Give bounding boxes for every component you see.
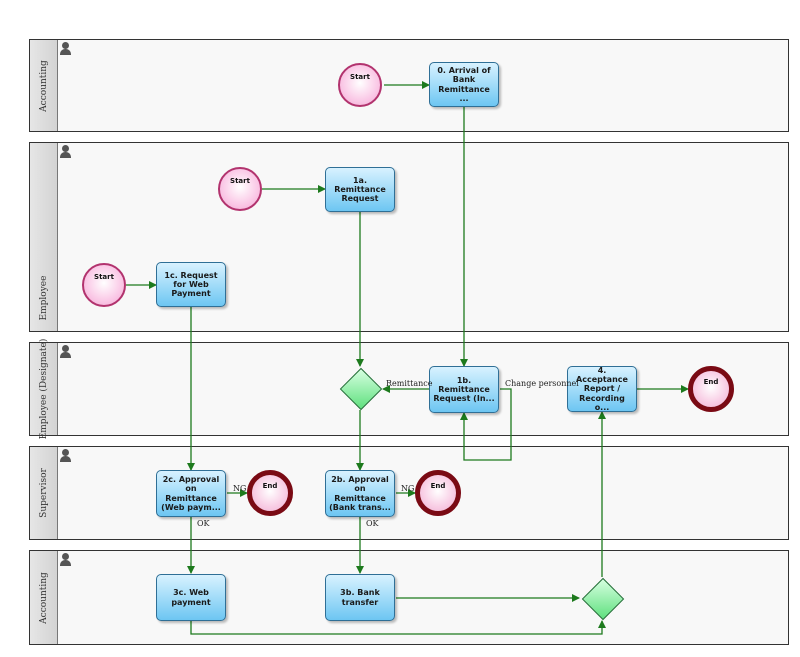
start-event[interactable]: Start (218, 167, 262, 211)
lane-header: Accounting (30, 40, 58, 131)
flow-3c-to-gateway (190, 620, 606, 635)
task-remittance-request[interactable]: 1a. Remittance Request (325, 167, 395, 212)
task-label: 0. Arrival of Bank Remittance ... (437, 66, 491, 103)
task-label: 1a. Remittance Request (334, 175, 386, 204)
task-arrival-of-bank-remittance[interactable]: 0. Arrival of Bank Remittance ... (429, 62, 499, 107)
flow-1b-change-personnel-loop (460, 388, 512, 461)
edge-label-ng: NG (233, 484, 247, 493)
task-label: 3c. Web payment (171, 588, 211, 607)
start-event-label: Start (94, 273, 114, 281)
person-icon (60, 449, 71, 463)
task-label: 1b. Remittance Request (In... (433, 375, 495, 404)
start-event[interactable]: Start (82, 263, 126, 307)
lane-header: Supervisor (30, 447, 58, 539)
start-event-label: Start (350, 73, 370, 81)
task-label: 3b. Bank transfer (340, 588, 380, 607)
end-event-label: End (262, 482, 278, 490)
end-event[interactable]: End (688, 366, 734, 412)
task-label: 2b. Approval on Remittance (Bank trans..… (329, 475, 391, 512)
task-label: 4. Acceptance Report / Recording o... (576, 366, 628, 412)
task-approval-bank-transfer[interactable]: 2b. Approval on Remittance (Bank trans..… (325, 470, 395, 517)
person-icon (60, 145, 71, 159)
task-label: 2c. Approval on Remittance (Web paym... (161, 475, 221, 512)
edge-label-ok: OK (366, 519, 379, 528)
start-event-label: Start (230, 177, 250, 185)
task-remittance-request-designate[interactable]: 1b. Remittance Request (In... (429, 366, 499, 413)
task-bank-transfer[interactable]: 3b. Bank transfer (325, 574, 395, 621)
lane-header: Employee (Designate) (30, 339, 58, 439)
task-label: 1c. Request for Web Payment (164, 270, 218, 299)
task-request-for-web-payment[interactable]: 1c. Request for Web Payment (156, 262, 226, 307)
person-icon (60, 553, 71, 567)
task-web-payment[interactable]: 3c. Web payment (156, 574, 226, 621)
lane-employee: Employee (29, 142, 789, 332)
edge-label-remittance: Remittance (386, 379, 433, 388)
end-event[interactable]: End (415, 470, 461, 516)
person-icon (60, 345, 71, 359)
start-event[interactable]: Start (338, 63, 382, 107)
edge-label-ok: OK (197, 519, 210, 528)
task-approval-web-payment[interactable]: 2c. Approval on Remittance (Web paym... (156, 470, 226, 517)
lane-header: Accounting (30, 551, 58, 644)
end-event-label: End (703, 378, 719, 386)
end-event-label: End (430, 482, 446, 490)
task-acceptance-report[interactable]: 4. Acceptance Report / Recording o... (567, 366, 637, 412)
lane-header: Employee (30, 143, 58, 331)
edge-label-change-personnel: Change personnel (505, 379, 579, 388)
end-event[interactable]: End (247, 470, 293, 516)
edge-label-ng: NG (401, 484, 415, 493)
person-icon (60, 42, 71, 56)
